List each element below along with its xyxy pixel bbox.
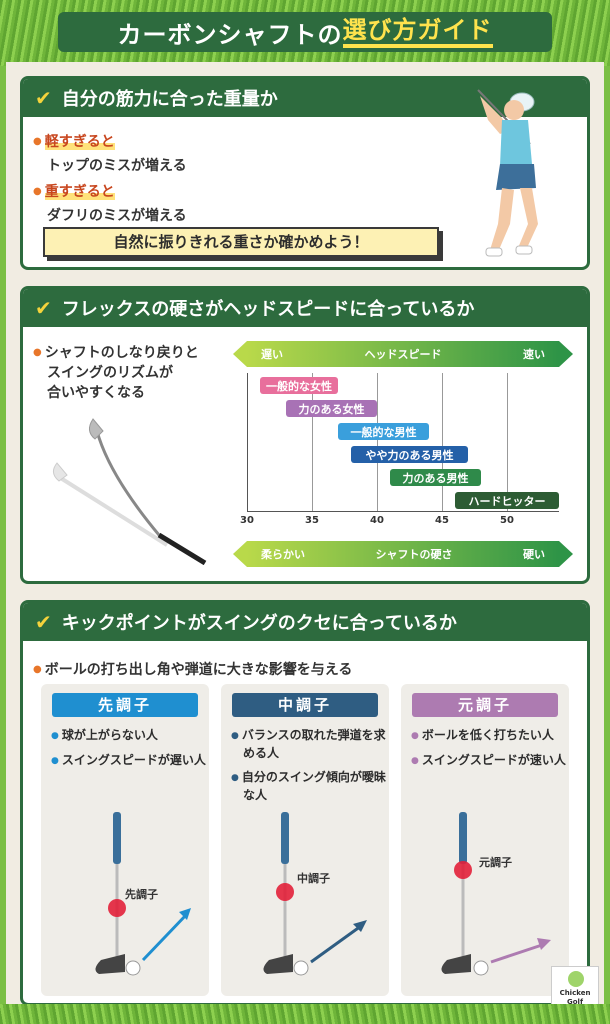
chart-gridline bbox=[312, 373, 313, 511]
chart-x-axis bbox=[247, 511, 559, 512]
chart-y-axis bbox=[247, 373, 248, 511]
chart-tick-label: 40 bbox=[370, 515, 384, 526]
kickpoint-marker bbox=[454, 861, 472, 879]
page-title: カーボンシャフトの選び方ガイド bbox=[58, 12, 552, 52]
heavy-item: 重すぎると ダフリのミスが増える bbox=[33, 181, 187, 225]
title-main: カーボンシャフトの bbox=[117, 20, 343, 49]
kickpoint-tip-item-2: ●スイングスピードが遅い人 bbox=[51, 753, 206, 767]
kickpoint-section-title: キックポイントがスイングのクセに合っているか bbox=[61, 613, 457, 634]
kickpoint-butt-label: 元調子 bbox=[479, 855, 512, 869]
light-text: トップのミスが増える bbox=[47, 158, 187, 174]
kickpoint-butt-item-2: ●スイングスピードが速い人 bbox=[411, 753, 566, 767]
flex-section-title: フレックスの硬さがヘッドスピードに合っているか bbox=[61, 299, 475, 320]
kickpoint-marker bbox=[276, 883, 294, 901]
kickpoint-tip-item-1: ●球が上がらない人 bbox=[51, 728, 158, 742]
kickpoint-note: ボールの打ち出し角や弾道に大きな影響を与える bbox=[33, 659, 353, 679]
chart-tick-label: 50 bbox=[500, 515, 514, 526]
logo-line-1: Chicken bbox=[559, 989, 591, 997]
kickpoint-mid-title: 中調子 bbox=[232, 693, 378, 717]
kickpoint-column-tip: 先調子 ●球が上がらない人 ●スイングスピードが遅い人 先調子 bbox=[41, 684, 209, 996]
headspeed-arrow: 遅い ヘッドスピード 速い bbox=[233, 341, 573, 367]
flex-section: ✔ フレックスの硬さがヘッドスピードに合っているか シャフトのしなり戻りと スイ… bbox=[20, 286, 590, 584]
kickpoint-section-header: ✔ キックポイントがスイングのクセに合っているか bbox=[23, 603, 587, 641]
stiffness-arrow: 柔らかい シャフトの硬さ 硬い bbox=[233, 541, 573, 567]
chicken-icon bbox=[568, 971, 584, 987]
chart-bar: 力のある男性 bbox=[390, 469, 481, 486]
kickpoint-column-butt: 元調子 ●ボールを低く打ちたい人 ●スイングスピードが速い人 元調子 bbox=[401, 684, 569, 996]
stiffness-label: シャフトの硬さ bbox=[375, 548, 453, 561]
flex-note-line-2: スイングのリズムが bbox=[47, 365, 173, 381]
check-icon: ✔ bbox=[35, 296, 52, 320]
kickpoint-marker bbox=[108, 899, 126, 917]
light-label: 軽すぎると bbox=[44, 134, 115, 150]
headspeed-fast-label: 速い bbox=[523, 348, 545, 361]
kickpoint-column-mid: 中調子 ●バランスの取れた弾道を求める人 ●自分のスイング傾向が曖昧な人 中調子 bbox=[221, 684, 389, 996]
kickpoint-mid-item-1: ●バランスの取れた弾道を求める人 bbox=[231, 728, 386, 760]
headspeed-label: ヘッドスピード bbox=[364, 348, 442, 361]
headspeed-slow-label: 遅い bbox=[261, 348, 283, 361]
logo-line-2: Golf bbox=[567, 998, 583, 1006]
flex-section-header: ✔ フレックスの硬さがヘッドスピードに合っているか bbox=[23, 289, 587, 327]
kickpoint-tip-label: 先調子 bbox=[125, 887, 158, 901]
chart-tick-label: 30 bbox=[240, 515, 254, 526]
chart-gridline bbox=[377, 373, 378, 511]
chart-gridline bbox=[442, 373, 443, 511]
flex-note-line-3: 合いやすくなる bbox=[47, 385, 145, 401]
kickpoint-butt-item-1: ●ボールを低く打ちたい人 bbox=[411, 728, 554, 742]
kickpoint-tip-illustration: 先調子 bbox=[95, 812, 191, 976]
check-icon: ✔ bbox=[35, 86, 52, 110]
kickpoint-mid-illustration: 中調子 bbox=[263, 812, 367, 976]
stiffness-soft-label: 柔らかい bbox=[261, 548, 305, 561]
kickpoint-tip-title: 先調子 bbox=[52, 693, 198, 717]
weight-section-title: 自分の筋力に合った重量か bbox=[61, 89, 278, 110]
heavy-text: ダフリのミスが増える bbox=[47, 208, 187, 224]
golfer-illustration bbox=[477, 89, 538, 257]
chart-gridline bbox=[507, 373, 508, 511]
flex-note: シャフトのしなり戻りと スイングのリズムが 合いやすくなる bbox=[33, 343, 199, 403]
check-icon: ✔ bbox=[35, 610, 52, 634]
kickpoint-mid-label: 中調子 bbox=[297, 871, 330, 885]
stiffness-hard-label: 硬い bbox=[523, 548, 545, 561]
heavy-label: 重すぎると bbox=[44, 184, 115, 200]
flex-chart: 30 35 40 45 50 一般的な女性力のある女性一般的な男性やや力のある男性力のある… bbox=[240, 373, 559, 529]
chart-bar: 一般的な女性 bbox=[260, 377, 338, 394]
chart-tick-label: 35 bbox=[305, 515, 319, 526]
chart-tick-label: 45 bbox=[435, 515, 449, 526]
shafts-illustration bbox=[53, 418, 207, 565]
flex-note-line-1: シャフトのしなり戻りと bbox=[33, 343, 199, 363]
light-item: 軽すぎると トップのミスが増える bbox=[33, 131, 187, 175]
grass-footer bbox=[0, 1004, 610, 1024]
kickpoint-butt-title: 元調子 bbox=[412, 693, 558, 717]
chart-bar: 一般的な男性 bbox=[338, 423, 429, 440]
chart-bar: 力のある女性 bbox=[286, 400, 377, 417]
chart-bar: やや力のある男性 bbox=[351, 446, 468, 463]
weight-callout: 自然に振りきれる重さか確かめよう！ bbox=[43, 227, 439, 257]
kickpoint-mid-item-2: ●自分のスイング傾向が曖昧な人 bbox=[231, 770, 386, 802]
title-highlight: 選び方ガイド bbox=[342, 16, 493, 48]
chart-bar: ハードヒッター bbox=[455, 492, 559, 509]
kickpoint-butt-illustration: 元調子 bbox=[441, 812, 551, 976]
